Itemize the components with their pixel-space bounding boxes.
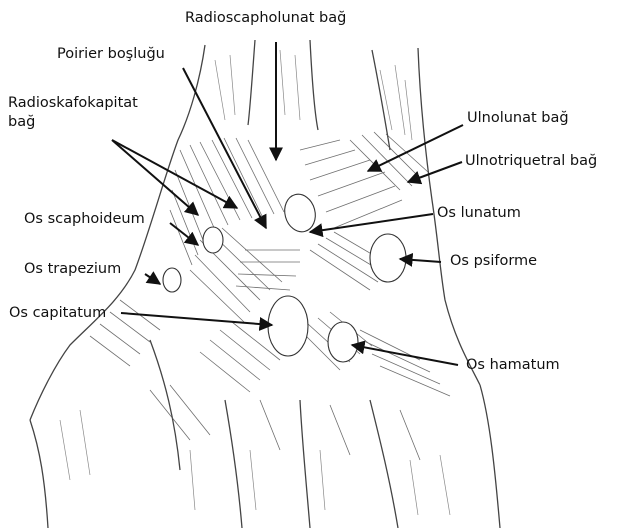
bone-lunatum (281, 191, 320, 235)
label-radioskafokapitat-line2: bağ (8, 114, 35, 131)
ligament-hatching (90, 132, 450, 460)
arrow-ulnotriquetral (408, 162, 462, 182)
label-psiforme: Os psiforme (450, 253, 537, 270)
bone-psiforme (370, 234, 406, 282)
bone-hamatum (328, 322, 358, 362)
hand-outline (30, 40, 500, 528)
arrow-scaphoideum (170, 223, 198, 245)
label-capitatum: Os capitatum (9, 305, 106, 322)
label-ulnolunat: Ulnolunat bağ (467, 110, 569, 127)
bone-capitatum (268, 296, 308, 356)
arrow-lunatum (310, 214, 433, 232)
arrow-capitatum (121, 313, 272, 325)
label-lunatum: Os lunatum (437, 205, 521, 222)
arrow-poirier (183, 68, 266, 228)
label-radioskafokapitat-line1: Radioskafokapitat (8, 95, 138, 112)
arrow-radioskafokapitat-a (112, 140, 198, 215)
label-radioscapholunat: Radioscapholunat bağ (185, 10, 346, 27)
label-ulnotriquetral: Ulnotriquetral bağ (465, 153, 597, 170)
pencil-strokes (60, 50, 450, 515)
arrow-ulnolunat (368, 125, 463, 171)
label-trapezium: Os trapezium (24, 261, 121, 278)
arrow-trapezium (145, 274, 160, 284)
bone-trapezium (163, 268, 181, 292)
label-hamatum: Os hamatum (466, 357, 560, 374)
bone-scaphoideum (203, 227, 223, 253)
label-scaphoideum: Os scaphoideum (24, 211, 145, 228)
label-poirier: Poirier boşluğu (57, 46, 165, 63)
arrow-hamatum (352, 345, 458, 365)
